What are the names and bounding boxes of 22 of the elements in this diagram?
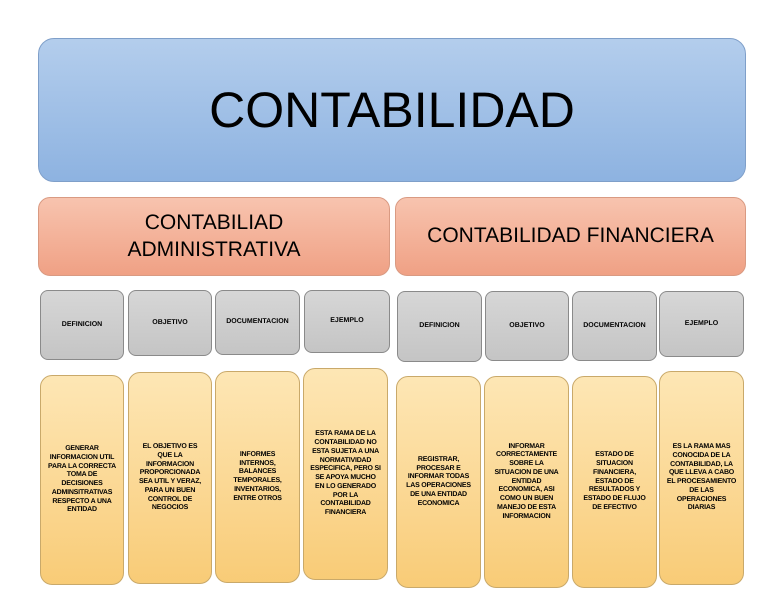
branch-box [395, 197, 746, 276]
category-box [659, 291, 744, 357]
content-box [484, 376, 569, 588]
category-box [485, 291, 569, 361]
content-box [303, 368, 388, 580]
branch-box [38, 197, 390, 276]
category-box [40, 290, 124, 360]
branch-heading: CONTABILIAD ADMINISTRATIVA [126, 210, 302, 262]
category-box [572, 291, 657, 361]
content-box [128, 372, 212, 584]
content-box [572, 376, 657, 588]
content-box [396, 376, 481, 588]
category-box [397, 291, 482, 362]
category-box [215, 290, 300, 355]
category-box [304, 290, 390, 353]
content-box [215, 371, 300, 583]
content-box [659, 371, 744, 585]
branch-heading: CONTABILIDAD FINANCIERA [427, 223, 714, 250]
title-text: CONTABILIDAD [209, 80, 575, 140]
title-banner [38, 38, 746, 182]
content-box [40, 375, 124, 585]
category-box [128, 290, 212, 356]
